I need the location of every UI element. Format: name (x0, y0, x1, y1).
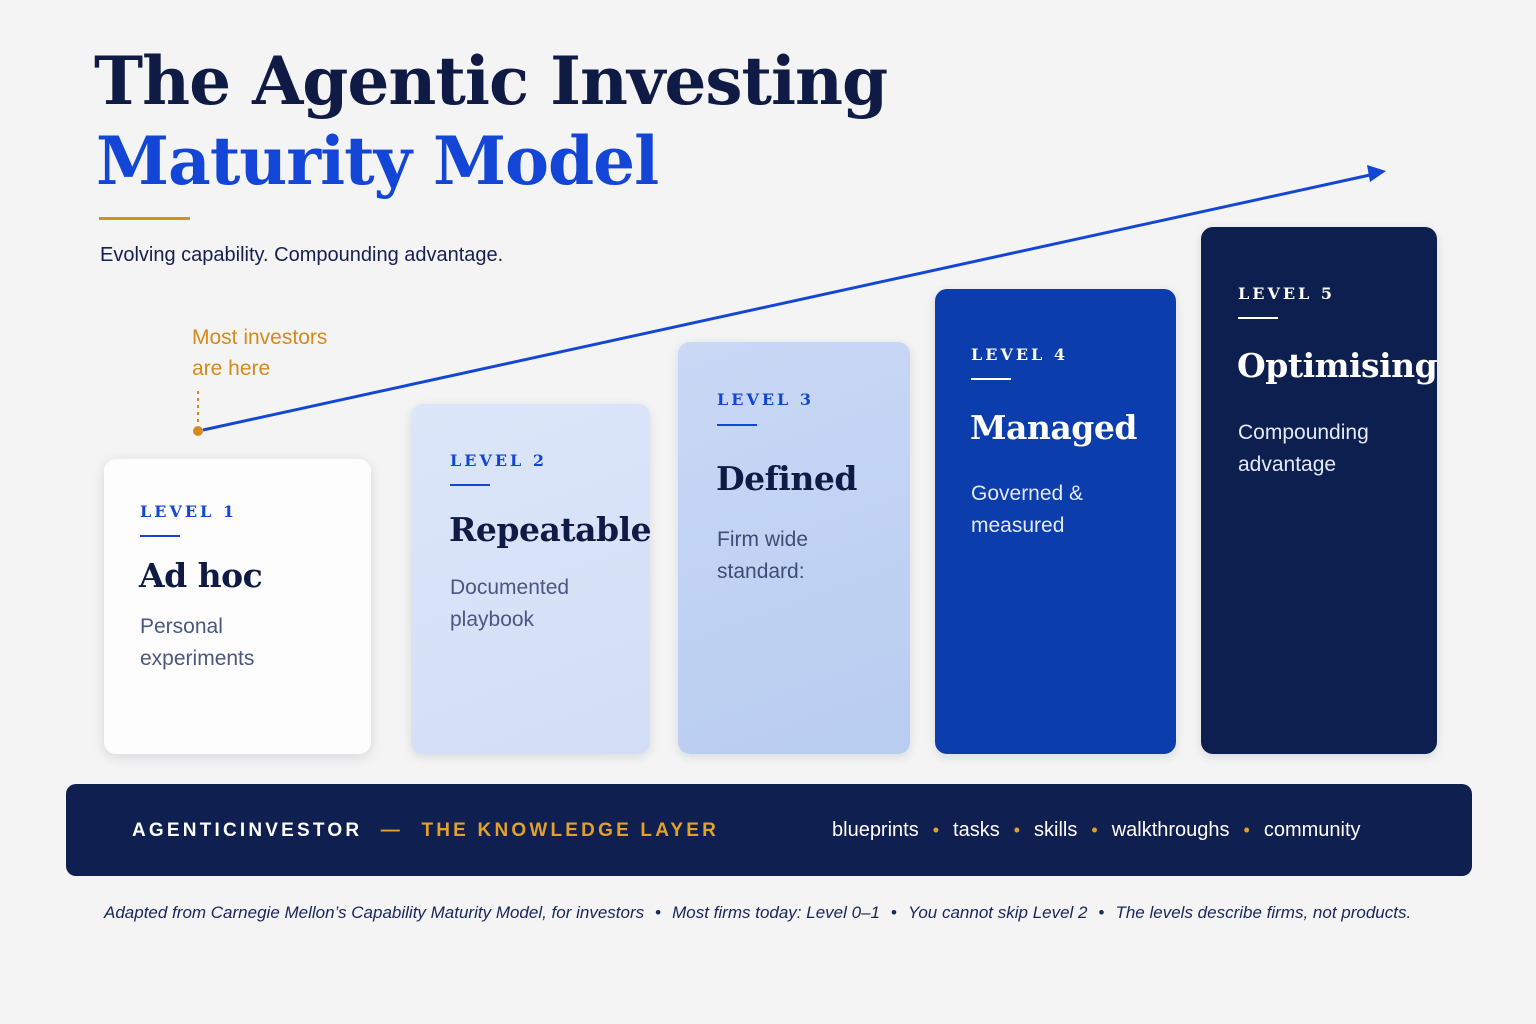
level-label: LEVEL 1 (140, 502, 238, 521)
level-rule (1238, 317, 1278, 319)
footnote-no-skip: You cannot skip Level 2 (907, 903, 1088, 922)
link-walkthroughs[interactable]: walkthroughs (1111, 819, 1230, 841)
level-rule (717, 424, 757, 426)
link-tasks[interactable]: tasks (953, 819, 1000, 841)
footnote-levels-describe: The levels describe firms, not products. (1115, 903, 1412, 922)
level-label: LEVEL 2 (450, 451, 548, 470)
knowledge-layer-bar: AGENTICINVESTOR — THE KNOWLEDGE LAYER bl… (66, 784, 1472, 876)
level-name: Optimising (1237, 346, 1437, 385)
title-underline (99, 217, 190, 220)
level-name: Defined (716, 459, 857, 498)
title-line-1: The Agentic Investing (94, 42, 888, 120)
level-rule (450, 484, 490, 486)
level-card-2: LEVEL 2 Repeatable Documented playbook (411, 404, 650, 754)
level-label: LEVEL 5 (1238, 284, 1336, 303)
brand-name: AGENTICINVESTOR (132, 820, 363, 841)
separator-dot: • (1013, 820, 1021, 840)
level-name: Managed (970, 408, 1137, 447)
level-description-line-2: standard: (717, 560, 805, 583)
separator-dot: • (1091, 820, 1098, 840)
subtitle: Evolving capability. Compounding advanta… (100, 244, 504, 266)
link-community[interactable]: community (1263, 819, 1361, 841)
callout-dot (193, 426, 203, 436)
footnote-separator: • (890, 903, 897, 922)
level-description-line-2: playbook (450, 608, 535, 631)
level-name: Repeatable (449, 510, 650, 549)
level-card-1: LEVEL 1 Ad hoc Personal experiments (104, 459, 371, 754)
separator-dot: • (1243, 820, 1250, 840)
level-description-line-1: Documented (450, 576, 570, 599)
level-label: LEVEL 4 (971, 345, 1069, 364)
level-description: Documented playbook (450, 572, 569, 636)
level-description: Governed & measured (971, 478, 1083, 542)
callout-most-investors: Most investors are here (192, 322, 327, 384)
footnote-source: Adapted from Carnegie Mellon’s Capabilit… (104, 903, 645, 922)
level-rule (140, 535, 180, 537)
level-card-4: LEVEL 4 Managed Governed & measured (935, 289, 1176, 754)
footnote: Adapted from Carnegie Mellon’s Capabilit… (104, 903, 1411, 923)
level-card-5: LEVEL 5 Optimising Compounding advantage (1201, 227, 1437, 754)
callout-line-1: Most investors (192, 326, 328, 349)
separator-dot: • (932, 820, 940, 840)
footnote-firms-today: Most firms today: Level 0–1 (672, 903, 880, 922)
title-line-2: Maturity Model (96, 122, 659, 200)
level-description-line-1: Personal (140, 615, 223, 638)
brand-tagline: THE KNOWLEDGE LAYER (421, 820, 720, 841)
level-description: Firm wide standard: (717, 524, 808, 588)
level-name: Ad hoc (139, 556, 263, 595)
level-description: Compounding advantage (1238, 417, 1369, 481)
link-blueprints[interactable]: blueprints (832, 819, 919, 841)
arrow-head-icon (1367, 165, 1386, 182)
level-label: LEVEL 3 (717, 390, 815, 409)
level-description-line-2: measured (971, 514, 1065, 537)
brand: AGENTICINVESTOR — THE KNOWLEDGE LAYER (132, 820, 719, 842)
footnote-separator: • (1098, 903, 1105, 922)
resource-links: blueprints • tasks • skills • walkthroughs • com… (832, 819, 1361, 842)
level-description-line-2: experiments (140, 647, 255, 670)
level-card-3: LEVEL 3 Defined Firm wide standard: (678, 342, 910, 754)
level-description-line-1: Compounding (1238, 421, 1369, 444)
callout-line-2: are here (192, 357, 271, 380)
level-description-line-1: Firm wide (717, 528, 809, 551)
footnote-separator: • (655, 903, 662, 922)
level-description-line-2: advantage (1238, 453, 1337, 476)
level-rule (971, 378, 1011, 380)
brand-dash: — (380, 820, 403, 841)
level-description-line-1: Governed & (971, 482, 1084, 505)
link-skills[interactable]: skills (1034, 819, 1078, 841)
progress-arrow-line (202, 173, 1371, 432)
level-description: Personal experiments (140, 611, 254, 675)
